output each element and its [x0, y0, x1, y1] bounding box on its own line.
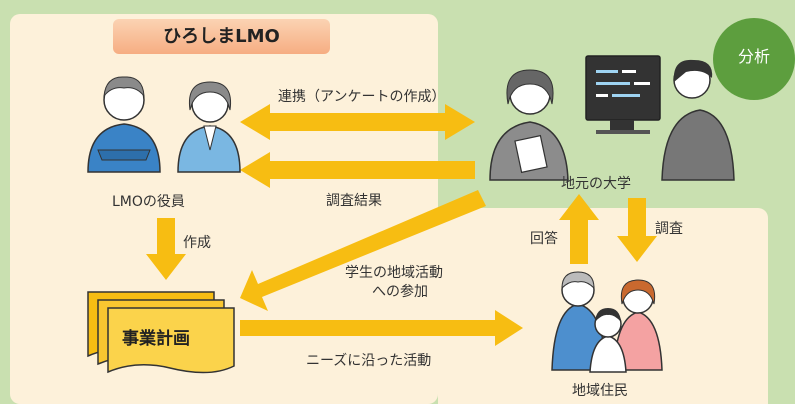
- university-computer-illustration: [585, 55, 661, 134]
- lmo-officer-female-illustration: [177, 81, 241, 173]
- plan-document-illustration: [87, 291, 235, 374]
- answer-arrow: [559, 194, 599, 264]
- residents-family-illustration: [551, 271, 663, 373]
- student-participation-label-1: 学生の地域活動: [345, 265, 443, 281]
- needs-activity-arrow: [240, 310, 523, 346]
- survey-arrow: [617, 198, 657, 262]
- survey-results-label: 調査結果: [326, 193, 382, 209]
- university-student-illustration: [661, 59, 735, 181]
- analysis-badge: 分析: [713, 18, 795, 100]
- needs-activity-label: ニーズに沿った活動: [306, 353, 432, 369]
- cooperation-arrow: [240, 104, 475, 140]
- student-participation-arrow: [240, 190, 486, 311]
- business-plan-label: 事業計画: [122, 329, 190, 349]
- survey-label: 調査: [655, 221, 683, 237]
- cooperation-label: 連携（アンケートの作成）: [278, 89, 446, 105]
- organization-title-tab: ひろしまLMO: [113, 19, 330, 54]
- student-participation-label-2: への参加: [372, 284, 428, 300]
- local-university-label: 地元の大学: [561, 176, 631, 192]
- create-arrow: [146, 218, 186, 280]
- local-residents-label: 地域住民: [572, 383, 628, 399]
- answer-label: 回答: [530, 231, 558, 247]
- lmo-officer-male-illustration: [87, 76, 161, 173]
- create-label: 作成: [183, 235, 211, 251]
- lmo-officers-label: LMOの役員: [112, 194, 185, 210]
- survey-results-arrow: [240, 152, 475, 188]
- university-staff-illustration: [489, 69, 569, 181]
